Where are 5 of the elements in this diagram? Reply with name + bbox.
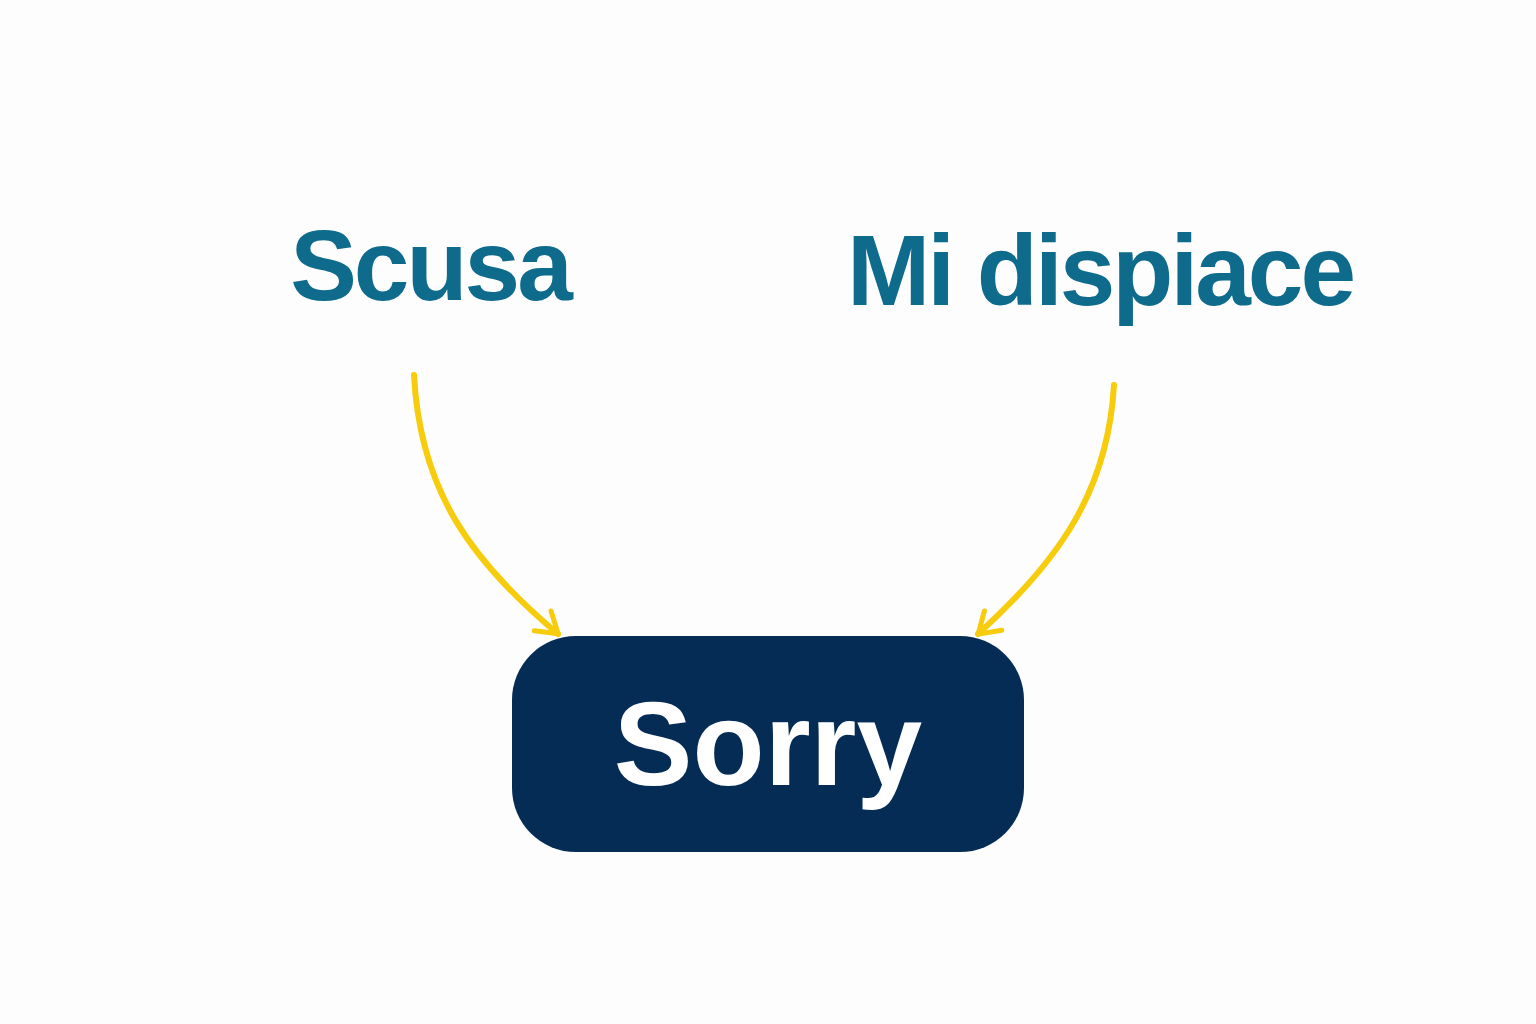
word-label: Mi dispiace	[840, 200, 1360, 340]
arrow	[975, 382, 1117, 637]
translation-box: Sorry	[512, 636, 1024, 852]
word-label: Scusa	[280, 200, 580, 330]
arrow	[411, 372, 561, 637]
